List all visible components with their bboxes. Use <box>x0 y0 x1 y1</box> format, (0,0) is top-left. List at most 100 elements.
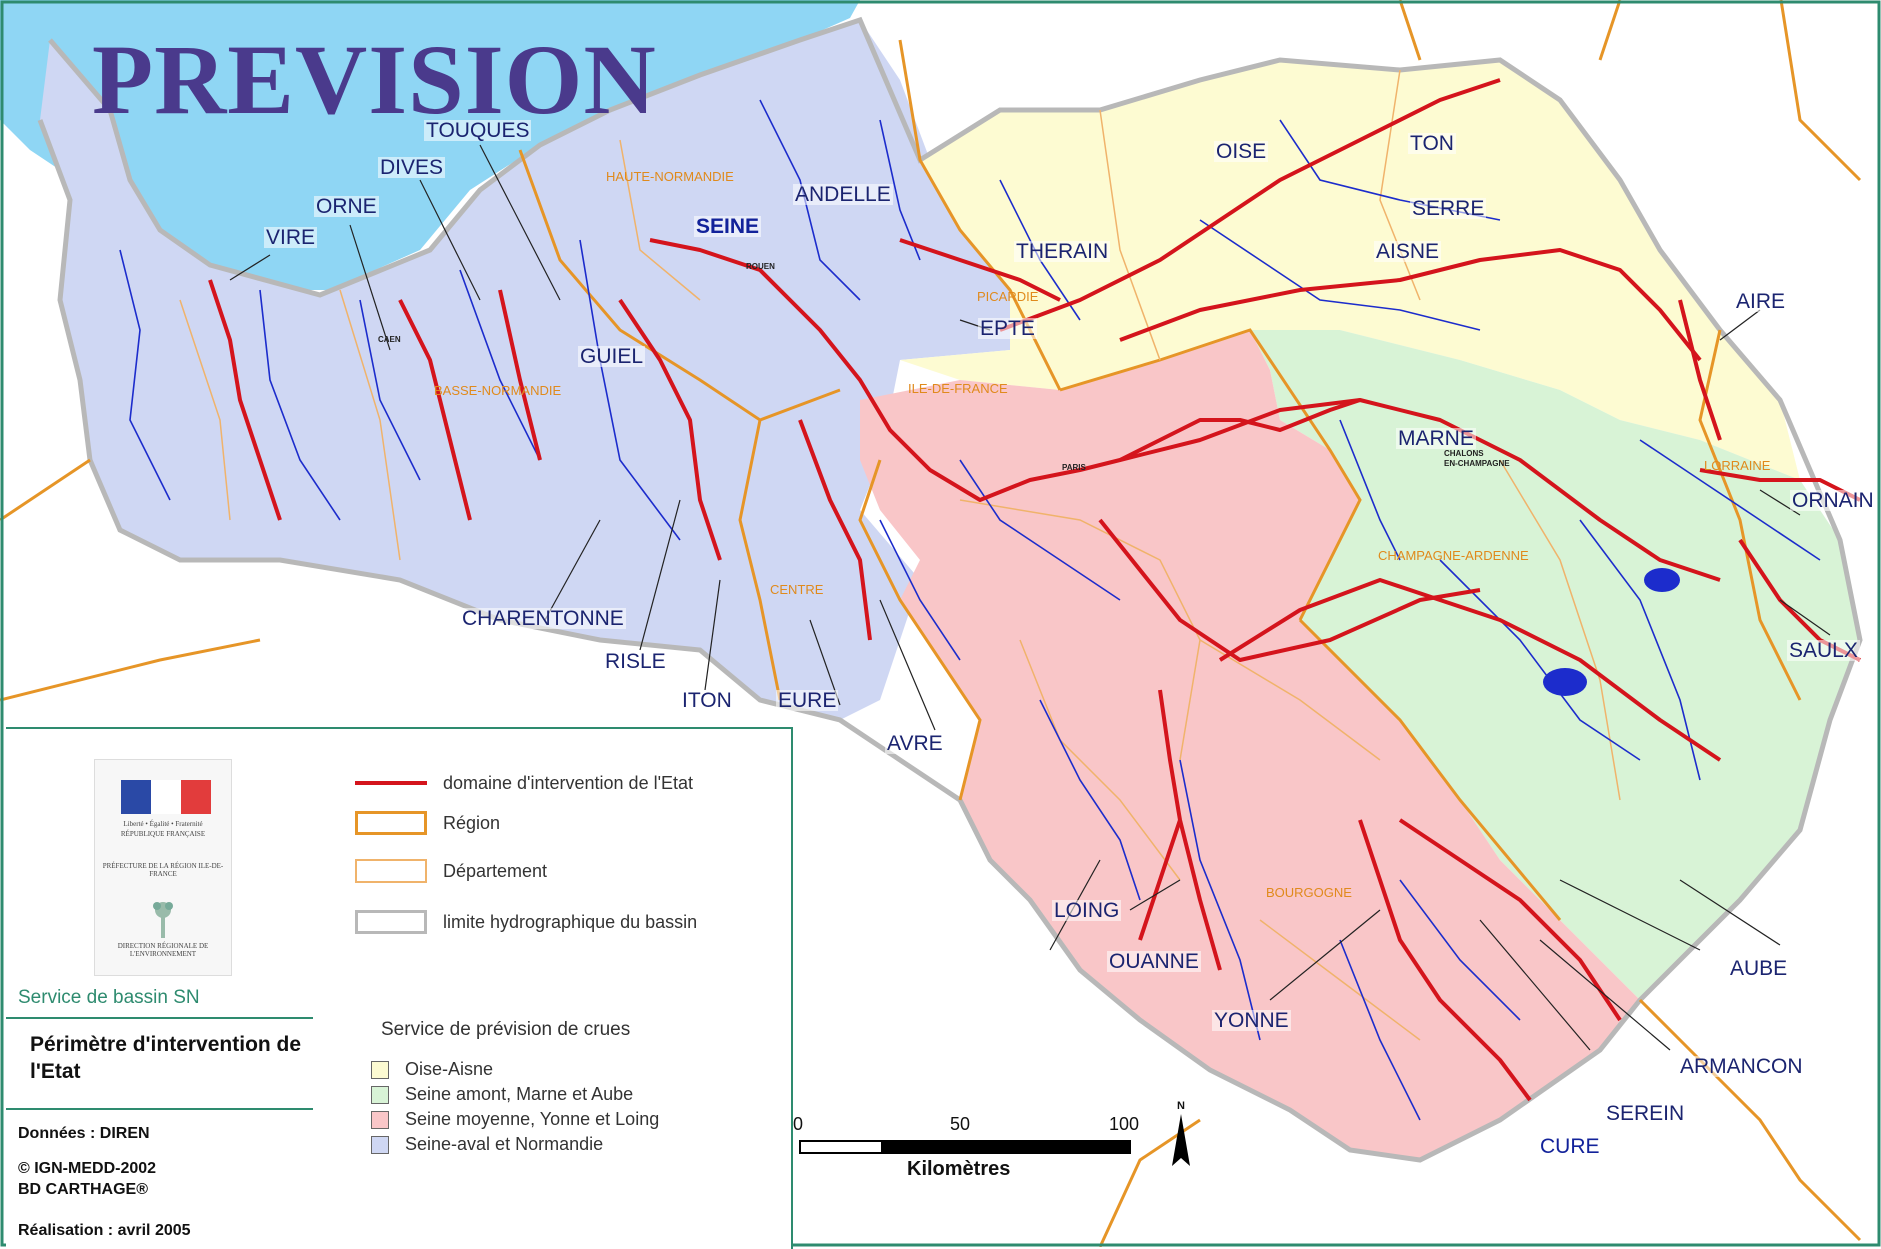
label-vire: VIRE <box>264 226 318 249</box>
label-aire: AIRE <box>1734 290 1788 313</box>
republic-flag-icon <box>121 780 211 814</box>
aube-red <box>1218 578 1722 762</box>
scale-unit: Kilomètres <box>907 1158 1011 1180</box>
legend-service-seine-amont: Seine amont, Marne et Aube <box>371 1084 633 1105</box>
legend-item-etat: domaine d'intervention de l'Etat <box>313 771 693 795</box>
armancon-red <box>1398 818 1622 1022</box>
legend-service-oise-aisne: Oise-Aisne <box>371 1059 493 1080</box>
production-date: Réalisation : avril 2005 <box>18 1222 191 1239</box>
north-label: N <box>1177 1100 1185 1112</box>
north-arrow-icon: N <box>1170 1100 1192 1170</box>
map-title: PREVISION <box>92 24 657 135</box>
label-guiel: GUIEL <box>578 345 646 368</box>
zone-seine-moyenne <box>860 330 1640 1160</box>
label-oise: OISE <box>1214 140 1269 163</box>
legend-item-region: Région <box>313 811 500 835</box>
panel-title: Périmètre d'intervention de l'Etat <box>30 1033 302 1083</box>
label-ouanne: OUANNE <box>1107 950 1201 973</box>
label-dives: DIVES <box>378 156 446 179</box>
scale-label-50: 50 <box>950 1114 971 1134</box>
legend-service-title: Service de prévision de crues <box>381 1019 631 1040</box>
legend-item-limite: limite hydrographique du bassin <box>313 910 697 934</box>
data-source: Données : DIREN <box>18 1125 150 1142</box>
legend-label: Seine-aval et Normandie <box>405 1134 604 1154</box>
label-seine: SEINE <box>694 215 762 238</box>
label-eure: EURE <box>776 689 839 712</box>
copyright-2: BD CARTHAGE® <box>18 1181 149 1198</box>
region-haute-normandie: HAUTE-NORMANDIE <box>606 169 734 184</box>
label-armancon: ARMANCON <box>1678 1055 1805 1078</box>
label-ton: TON <box>1408 132 1456 155</box>
region-ile-de-france: ILE-DE-FRANCE <box>908 381 1008 396</box>
label-saulx: SAULX <box>1787 639 1860 662</box>
scale-segment <box>799 1140 883 1154</box>
legend-service-seine-moyenne: Seine moyenne, Yonne et Loing <box>371 1109 659 1130</box>
cure-red <box>1358 819 1532 1102</box>
oise-red <box>999 78 1501 332</box>
therain-red <box>899 238 1061 302</box>
label-iton: ITON <box>680 689 734 712</box>
label-risle: RISLE <box>603 650 668 673</box>
zone-oise-aisne <box>900 60 1800 480</box>
vire-red <box>208 279 282 521</box>
legend-swatch <box>371 1135 389 1154</box>
label-charentonne: CHARENTONNE <box>460 607 626 630</box>
city-chalons-2: EN-CHAMPAGNE <box>1444 459 1510 468</box>
orne-red <box>398 299 472 521</box>
label-leader-lines <box>229 144 1831 1051</box>
logo-line-4: DIRECTION RÉGIONALE DE L'ENVIRONNEMENT <box>117 942 209 958</box>
marianne-tree-icon <box>147 900 179 940</box>
label-loing: LOING <box>1052 899 1122 922</box>
loing-red <box>1138 819 1182 941</box>
label-orne: ORNE <box>314 195 379 218</box>
risle-red <box>618 298 722 561</box>
dives-red <box>498 289 542 461</box>
region-picardie: PICARDIE <box>977 289 1039 304</box>
eure-red <box>798 419 872 641</box>
scale-segment <box>881 1140 965 1154</box>
legend-swatch <box>371 1060 389 1079</box>
label-aisne: AISNE <box>1374 240 1442 263</box>
service-name: Service de bassin SN <box>18 987 200 1008</box>
label-cure: CURE <box>1538 1135 1602 1158</box>
legend-label: limite hydrographique du bassin <box>443 911 698 932</box>
sea-channel <box>0 0 860 290</box>
divider <box>6 1017 313 1019</box>
label-therain: THERAIN <box>1014 240 1111 263</box>
legend-label: Région <box>443 812 501 833</box>
logo-line-3: PRÉFECTURE DE LA RÉGION ILE-DE-FRANCE <box>102 862 224 878</box>
legend-label: Département <box>443 860 548 881</box>
label-ornain: ORNAIN <box>1790 489 1876 512</box>
aire-red <box>1678 299 1722 441</box>
scale-label-100: 100 <box>1109 1114 1140 1134</box>
legend-panel: domaine d'intervention de l'Etat Région … <box>313 727 793 1249</box>
region-basse-normandie: BASSE-NORMANDIE <box>434 383 562 398</box>
label-epte: EPTE <box>978 317 1037 340</box>
legend-label: Seine moyenne, Yonne et Loing <box>405 1109 660 1129</box>
legend-label: Seine amont, Marne et Aube <box>405 1084 634 1104</box>
marne-red <box>1119 398 1721 582</box>
scale-segment <box>963 1140 1131 1154</box>
lake-der <box>1644 568 1680 592</box>
legend-item-departement: Département <box>313 859 547 883</box>
divider <box>6 1108 313 1110</box>
scale-label-0: 0 <box>793 1114 804 1134</box>
label-avre: AVRE <box>885 732 945 755</box>
label-marne: MARNE <box>1396 427 1476 450</box>
label-serre: SERRE <box>1410 197 1487 220</box>
legend-label: domaine d'intervention de l'Etat <box>443 772 694 793</box>
info-panel: Liberté • Égalité • Fraternité RÉPUBLIQU… <box>6 727 315 1249</box>
copyright-1: © IGN-MEDD-2002 <box>18 1160 157 1177</box>
prefecture-logo: Liberté • Égalité • Fraternité RÉPUBLIQU… <box>94 759 232 976</box>
region-champagne-ardenne: CHAMPAGNE-ARDENNE <box>1378 548 1529 563</box>
aisne-red <box>1119 248 1702 362</box>
label-serein: SEREIN <box>1604 1102 1687 1125</box>
legend-service-seine-aval: Seine-aval et Normandie <box>371 1134 603 1155</box>
city-paris: PARIS <box>1062 463 1086 472</box>
city-caen: CAEN <box>378 335 401 344</box>
label-andelle: ANDELLE <box>793 183 893 206</box>
city-rouen: ROUEN <box>746 262 775 271</box>
label-yonne: YONNE <box>1212 1009 1291 1032</box>
